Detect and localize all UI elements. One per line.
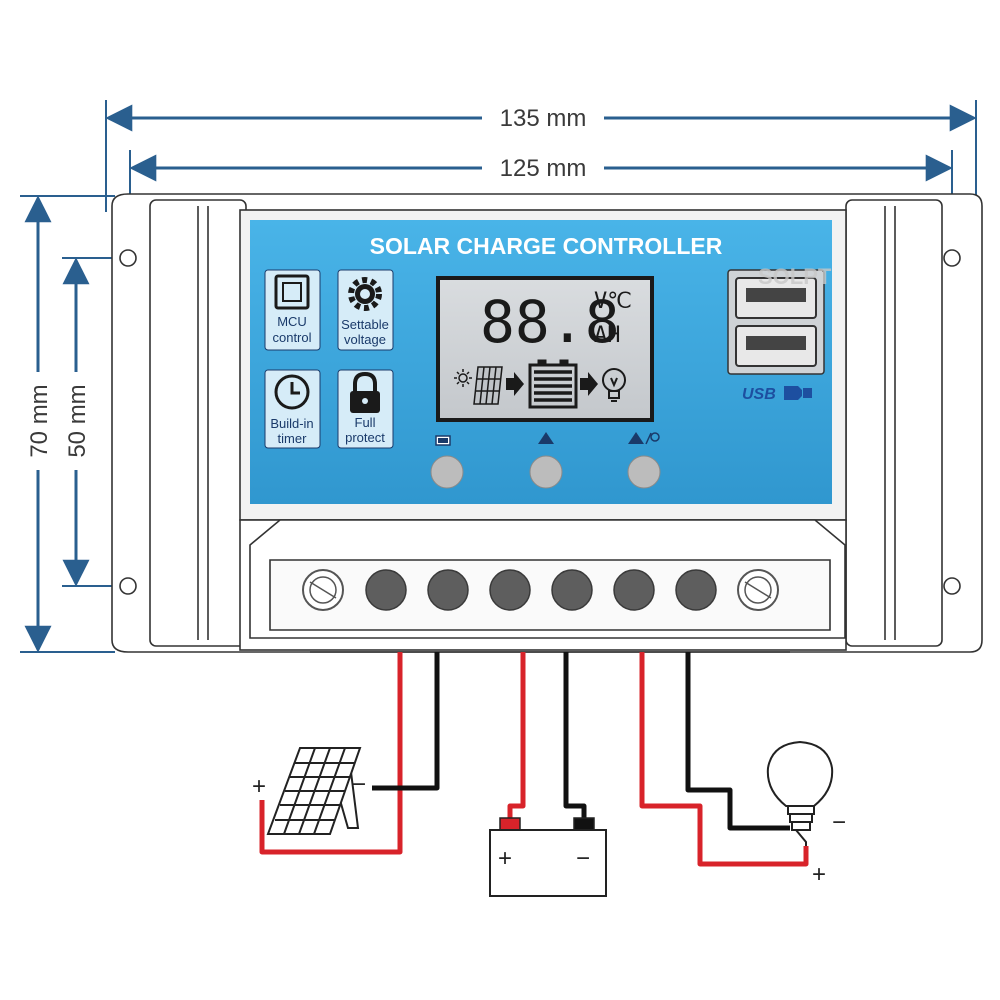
outer-width-label: 135 mm	[500, 105, 587, 132]
feature-timer: Build-in timer	[264, 369, 321, 449]
lcd-digits: 88.8	[480, 288, 620, 356]
mount-hole-bottom-right	[943, 577, 961, 595]
panel-plus-label: +	[252, 773, 266, 800]
mount-hole-top-left	[119, 249, 137, 267]
feature-protect-line1: Full	[355, 415, 376, 430]
inner-width-label: 125 mm	[500, 155, 587, 182]
clock-icon	[274, 374, 310, 410]
panel-minus-label: −	[352, 771, 366, 798]
terminal-cap-right	[737, 569, 779, 611]
terminal-cap-left	[302, 569, 344, 611]
inner-height-label: 50 mm	[64, 384, 91, 457]
terminal-screw-3[interactable]	[489, 569, 531, 611]
lcd-battery-icon	[528, 359, 578, 409]
lamp-negative-wire	[685, 652, 790, 831]
lcd-display: 88.8 V℃ AH	[436, 276, 654, 422]
warning-icon	[538, 432, 554, 444]
dimension-lines	[20, 100, 977, 653]
feature-protect: Full protect	[337, 369, 394, 449]
warning-lamp-icon	[628, 432, 660, 445]
usb-ports: SOLPT USB	[727, 264, 832, 403]
terminal-row	[302, 569, 779, 611]
feature-timer-line1: Build-in	[270, 416, 313, 431]
load-button[interactable]	[627, 455, 661, 489]
battery-icon	[489, 817, 607, 897]
terminal-screw-1[interactable]	[365, 569, 407, 611]
mount-hole-top-right	[943, 249, 961, 267]
feature-voltage-line1: Settable	[341, 317, 389, 332]
lcd-arrow-icon	[506, 372, 524, 396]
battery-plus-label: +	[498, 845, 512, 872]
mode-button[interactable]	[430, 455, 464, 489]
watermark: SOLPT	[758, 264, 832, 289]
feature-protect-line2: protect	[345, 430, 385, 445]
battery-minus-label: −	[576, 845, 590, 872]
padlock-icon	[350, 371, 380, 413]
gear-icon	[348, 277, 382, 311]
feature-voltage: Settable voltage	[337, 269, 394, 351]
mount-hole-bottom-left	[119, 577, 137, 595]
battery-negative-wire	[563, 652, 587, 822]
panel-negative-wire	[372, 652, 440, 791]
usb-label: USB	[742, 386, 776, 403]
lcd-bulb-icon	[602, 368, 626, 402]
panel-title: SOLAR CHARGE CONTROLLER	[370, 233, 723, 259]
lcd-arrow-icon-2	[580, 372, 598, 396]
usb-plug-icon	[784, 386, 812, 400]
setting-button[interactable]	[529, 455, 563, 489]
battery-positive-wire	[507, 652, 526, 822]
battery-mode-icon	[435, 435, 451, 446]
wiring	[259, 652, 809, 867]
solar-panel-icon	[266, 747, 362, 835]
feature-timer-line2: timer	[278, 431, 308, 446]
feature-voltage-line2: voltage	[344, 332, 386, 347]
panel-positive-wire	[259, 652, 403, 855]
lamp-plus-label: +	[812, 861, 826, 888]
lamp-minus-label: −	[832, 809, 846, 836]
chip-icon	[274, 274, 310, 310]
lcd-unit-bottom: AH	[594, 323, 621, 348]
terminal-screw-4[interactable]	[551, 569, 593, 611]
feature-mcu: MCU control	[264, 269, 321, 351]
terminal-screw-6[interactable]	[675, 569, 717, 611]
lamp-positive-wire	[639, 652, 809, 867]
outer-height-label: 70 mm	[26, 384, 53, 457]
terminal-screw-5[interactable]	[613, 569, 655, 611]
terminal-screw-2[interactable]	[427, 569, 469, 611]
lcd-unit-top: V℃	[594, 289, 632, 314]
feature-mcu-line2: control	[272, 330, 311, 345]
lcd-panel-icon	[473, 366, 503, 405]
feature-mcu-line1: MCU	[277, 314, 307, 329]
button-icons	[435, 432, 660, 446]
lamp-bulb-icon	[766, 740, 834, 846]
lcd-sun-icon	[454, 369, 472, 387]
